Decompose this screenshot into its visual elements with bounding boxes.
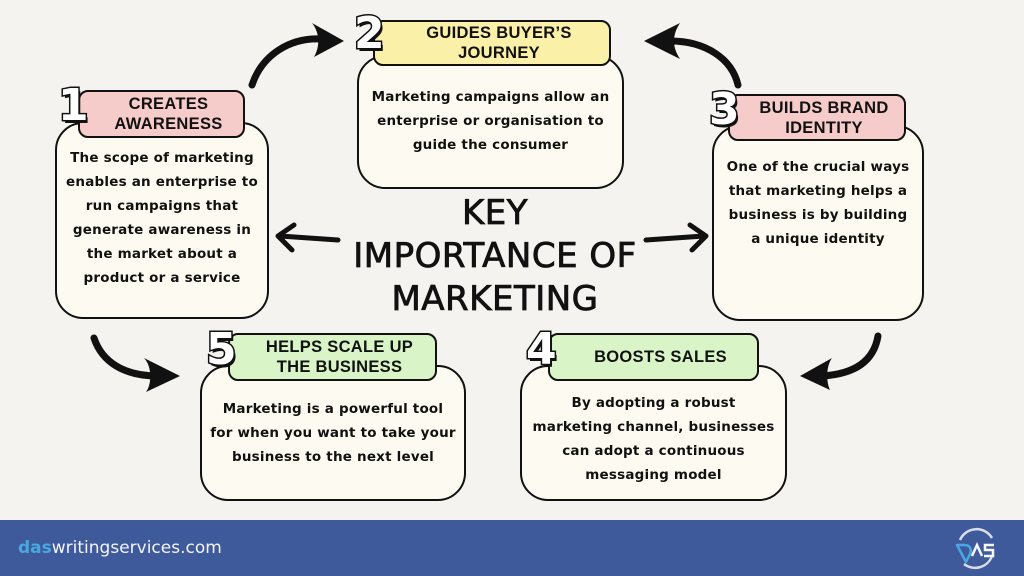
title-line2: IMPORTANCE OF xyxy=(353,236,637,277)
curved-arrow-icon xyxy=(248,23,344,89)
card-helps-scale-up-header: HELPS SCALE UP THE BUSINESS xyxy=(228,333,437,381)
number-badge-3: 3 xyxy=(708,84,742,135)
card-heading-line1: BUILDS BRAND xyxy=(759,98,889,117)
card-heading-line1: CREATES xyxy=(128,95,209,113)
footer-bar: daswritingservices.com xyxy=(0,520,1024,576)
number-badge-5: 5 xyxy=(205,324,239,375)
card-body-text: One of the crucial ways that marketing h… xyxy=(726,159,910,247)
number-badge-1: 1 xyxy=(57,80,91,131)
center-title: KEY IMPORTANCE OF MARKETING xyxy=(330,192,660,321)
card-heading-line2: JOURNEY xyxy=(458,44,540,62)
card-guides-buyers-journey-body: Marketing campaigns allow an enterprise … xyxy=(357,55,624,189)
website-link[interactable]: daswritingservices.com xyxy=(18,538,222,558)
arrow-right-icon xyxy=(643,222,709,253)
arrow-left-icon xyxy=(275,222,341,253)
card-body-text: Marketing is a powerful tool for when yo… xyxy=(210,401,456,465)
number-badge-4: 4 xyxy=(525,324,559,375)
card-heading-line2: AWARENESS xyxy=(114,115,223,133)
curved-arrow-icon xyxy=(644,23,742,89)
card-creates-awareness-body: The scope of marketing enables an enterp… xyxy=(55,122,269,319)
card-builds-brand-identity-header: BUILDS BRAND IDENTITY xyxy=(728,94,906,141)
card-heading-line2: IDENTITY xyxy=(785,118,863,137)
card-helps-scale-up-body: Marketing is a powerful tool for when yo… xyxy=(200,365,466,501)
title-line1: KEY xyxy=(461,193,529,234)
card-heading-line1: GUIDES BUYER’S xyxy=(426,24,572,42)
number-badge-2: 2 xyxy=(353,8,387,59)
title-line3: MARKETING xyxy=(391,279,599,320)
card-builds-brand-identity-body: One of the crucial ways that marketing h… xyxy=(712,125,924,321)
card-heading-line2: THE BUSINESS xyxy=(276,358,403,376)
card-creates-awareness-header: CREATES AWARENESS xyxy=(78,90,245,138)
infographic-canvas: The scope of marketing enables an enterp… xyxy=(55,8,924,501)
curved-arrow-icon xyxy=(90,334,180,392)
das-logo-icon[interactable] xyxy=(952,526,998,570)
card-body-text: Marketing campaigns allow an enterprise … xyxy=(371,89,610,153)
card-body-text: By adopting a robust marketing channel, … xyxy=(532,395,775,483)
card-boosts-sales-body: By adopting a robust marketing channel, … xyxy=(520,365,787,501)
card-body-text: The scope of marketing enables an enterp… xyxy=(66,150,258,286)
curved-arrow-icon xyxy=(800,332,882,390)
card-guides-buyers-journey-header: GUIDES BUYER’S JOURNEY xyxy=(373,20,611,66)
card-boosts-sales-header: BOOSTS SALES xyxy=(548,333,759,381)
brand-accent: das xyxy=(18,538,52,558)
brand-rest: writingservices.com xyxy=(51,538,222,558)
card-heading-line1: BOOSTS SALES xyxy=(594,348,727,366)
card-heading-line1: HELPS SCALE UP xyxy=(265,338,414,356)
